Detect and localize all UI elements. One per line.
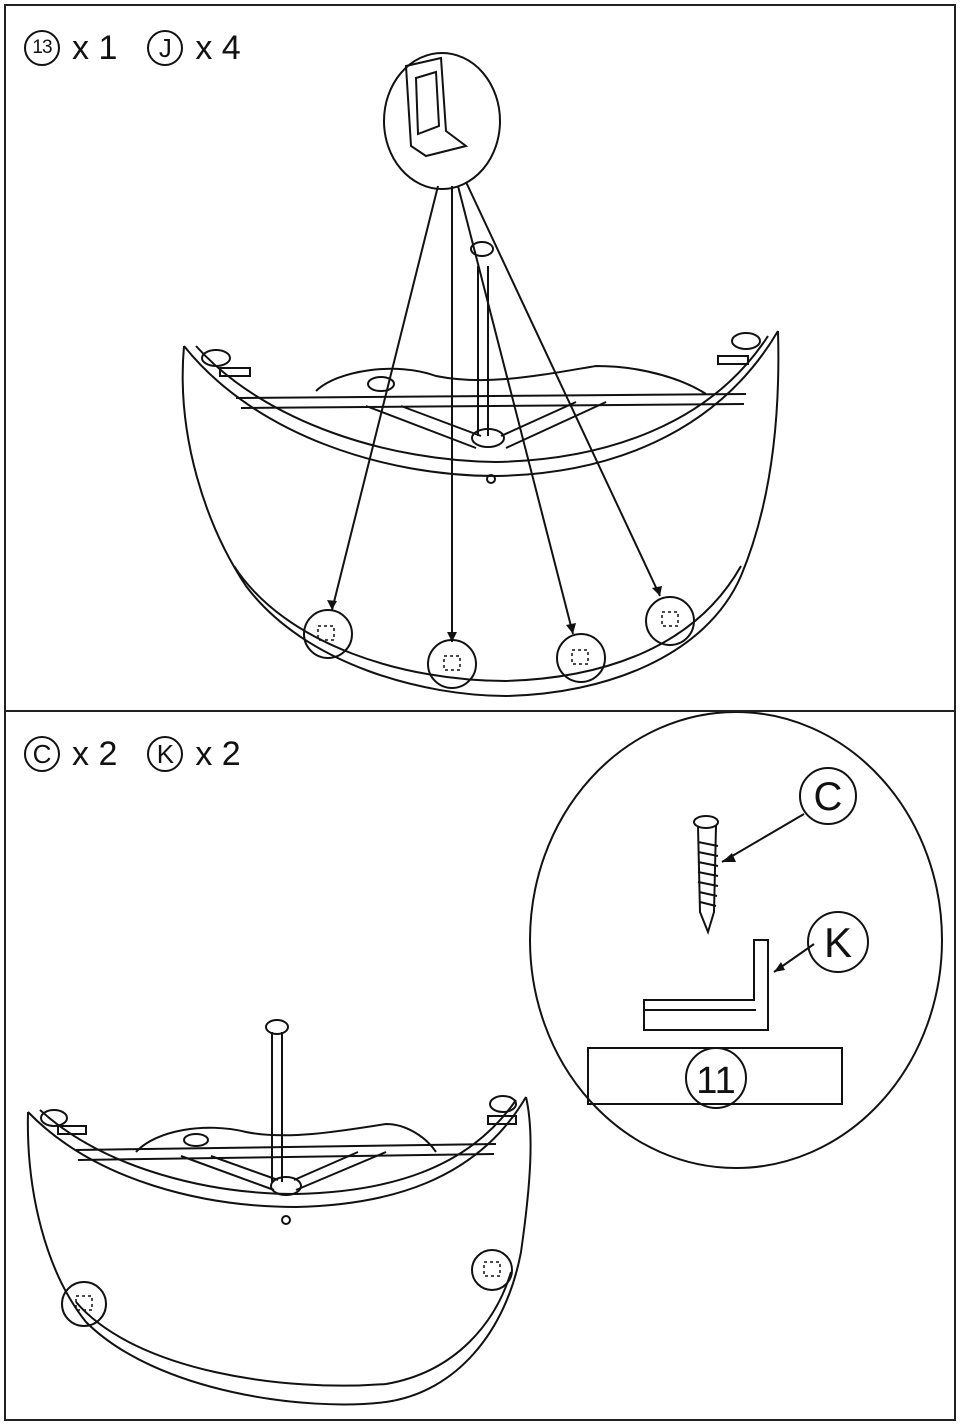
bracket-target-right: [471, 1249, 513, 1291]
frame-bar-right: [295, 1151, 387, 1191]
frame-bar-left: [180, 1155, 275, 1191]
step-panel-top: 13 x 1 J x 4: [4, 4, 956, 712]
center-bolt-top: [265, 1019, 289, 1035]
part-c-badge: C: [24, 736, 60, 772]
bracket-k-icon: [643, 939, 769, 1031]
part-j-qty: x 4: [195, 29, 241, 67]
parts-list-top: 13 x 1 J x 4: [24, 28, 271, 68]
zoom-bubble-detail: [529, 712, 943, 1169]
clip-j-icon: [404, 56, 469, 158]
shell-top-rim-outer: [27, 1096, 527, 1209]
part-13-count: 13 x 1: [24, 28, 117, 68]
bracket-label: K: [824, 919, 852, 966]
shell-outline: [26, 1096, 532, 1406]
label-11-circle: [685, 1047, 747, 1109]
screw-label: C: [814, 775, 843, 819]
part-c-count: C x 2: [24, 734, 117, 774]
screw-c-icon: [693, 815, 719, 936]
right-knob: [731, 332, 761, 350]
assembly-diagram-top: [181, 52, 780, 698]
center-bolt-top: [470, 241, 494, 257]
clip-target-2: [427, 639, 477, 689]
placement-arrows: [331, 181, 661, 642]
shell-outline: [181, 330, 780, 698]
shell-bottom-rim: [75, 1271, 512, 1387]
label-k-circle: [807, 911, 869, 973]
part-c-qty: x 2: [72, 735, 118, 773]
shell-top-rim-inner: [39, 1099, 517, 1196]
bracket-target-left: [61, 1281, 107, 1327]
right-knob: [489, 1095, 517, 1113]
frame-bar-long: [235, 393, 747, 399]
seat-cushion: [135, 1122, 437, 1153]
part-j-count: J x 4: [147, 28, 241, 68]
seat-cushion: [315, 364, 707, 395]
part-k-count: K x 2: [147, 734, 241, 774]
assembly-diagram-bottom: C K 11: [26, 712, 943, 1406]
rim-screw-hole: [281, 1215, 291, 1225]
shell-bottom-rim: [233, 565, 742, 683]
frame-bar-long: [75, 1143, 497, 1151]
part-13-qty: x 1: [72, 29, 118, 67]
frame-bar-left: [365, 405, 477, 449]
seat-hole: [183, 1133, 209, 1147]
arrow-to-screw: [721, 813, 805, 863]
left-knob: [40, 1109, 68, 1127]
left-knob: [201, 349, 231, 367]
clip-target-3: [556, 633, 606, 683]
shell-top-rim-inner: [195, 335, 769, 464]
center-foot: [471, 428, 505, 448]
part-j-badge: J: [147, 30, 184, 66]
clip-target-1: [303, 609, 353, 659]
seat-hole: [367, 376, 395, 392]
board-label: 11: [696, 1060, 735, 1102]
step-panel-bottom: C x 2 K x 2: [4, 710, 956, 1421]
part-k-qty: x 2: [195, 735, 241, 773]
clip-target-4: [645, 596, 695, 646]
parts-list-bottom: C x 2 K x 2: [24, 734, 271, 774]
zoom-bubble-clip-j: [383, 52, 501, 190]
frame-bar-right: [505, 401, 607, 449]
part-k-badge: K: [147, 736, 184, 772]
rim-screw-hole: [486, 474, 496, 484]
shell-top-rim-outer: [183, 330, 779, 478]
center-foot: [270, 1176, 302, 1196]
part-13-badge: 13: [24, 30, 60, 66]
label-c-circle: [799, 767, 857, 825]
